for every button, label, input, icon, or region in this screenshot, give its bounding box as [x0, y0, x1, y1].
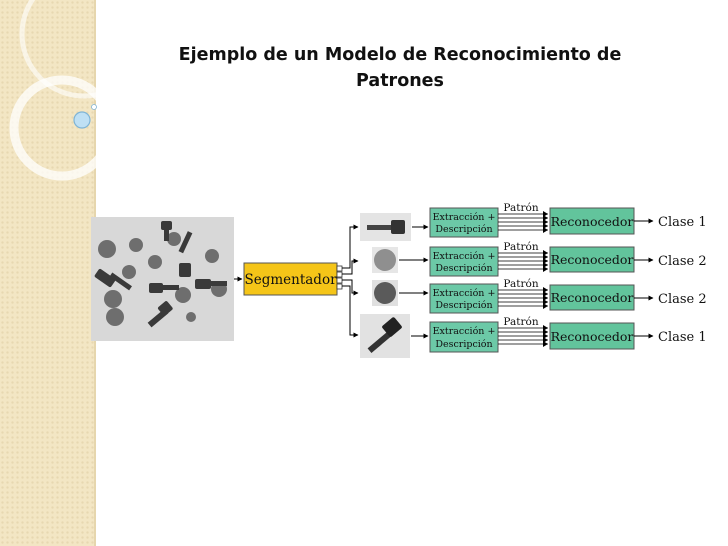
row4-recognizer-box	[549, 322, 635, 350]
row2-coin-image	[372, 247, 398, 273]
row2-class-label: Clase 2	[658, 254, 707, 269]
row1-extraction-line1: Extracción +	[433, 212, 496, 223]
row3-recognizer-box	[549, 284, 635, 311]
row2-extraction-box	[429, 246, 499, 277]
row3-class-label: Clase 2	[658, 292, 707, 307]
title-line-1: Ejemplo de un Modelo de Reconocimiento d…	[178, 45, 622, 65]
row2-pattern-label: Patrón	[503, 241, 538, 253]
row3-coin-image	[372, 280, 398, 306]
row4-key-image	[360, 314, 410, 358]
row2-extraction-line1: Extracción +	[433, 251, 496, 262]
decorative-sidebar	[0, 0, 94, 546]
row2-extraction-line2: Descripción	[435, 263, 492, 274]
row1-extraction-line2: Descripción	[435, 224, 492, 235]
small-bubble-icon	[91, 104, 97, 110]
row4-extraction-line2: Descripción	[435, 339, 492, 350]
segmenter-label: Segmentador	[244, 272, 337, 288]
segmenter-box	[243, 262, 338, 296]
row3-extraction-box	[429, 283, 499, 314]
bubble-icon	[73, 111, 91, 129]
title-line-2: Patrones	[356, 71, 444, 91]
row1-recognizer-label: Reconocedor	[551, 214, 634, 229]
row4-pattern-label: Patrón	[503, 316, 538, 328]
row4-extraction-box	[429, 321, 499, 353]
row1-pattern-label: Patrón	[503, 202, 538, 214]
row3-pattern-label: Patrón	[503, 278, 538, 290]
row1-extraction-box	[429, 207, 499, 238]
pattern-vectors	[498, 213, 548, 345]
decorative-circles	[9, 0, 130, 181]
recognition-diagram: Segmentador	[234, 202, 707, 358]
row4-recognizer-label: Reconocedor	[551, 329, 634, 344]
row2-recognizer-box	[549, 246, 635, 273]
keys-and-coins-photo	[91, 217, 234, 341]
row1-key-image	[360, 213, 411, 241]
row3-recognizer-label: Reconocedor	[551, 290, 634, 305]
row1-recognizer-box	[549, 207, 635, 235]
page-title: Ejemplo de un Modelo de Reconocimiento d…	[130, 42, 670, 94]
row4-extraction-line1: Extracción +	[433, 326, 496, 337]
row3-extraction-line2: Descripción	[435, 300, 492, 311]
segmenter-ports	[336, 265, 343, 290]
row4-class-label: Clase 1	[658, 330, 707, 345]
row1-class-label: Clase 1	[658, 215, 707, 230]
row2-recognizer-label: Reconocedor	[551, 252, 634, 267]
row3-extraction-line1: Extracción +	[433, 288, 496, 299]
